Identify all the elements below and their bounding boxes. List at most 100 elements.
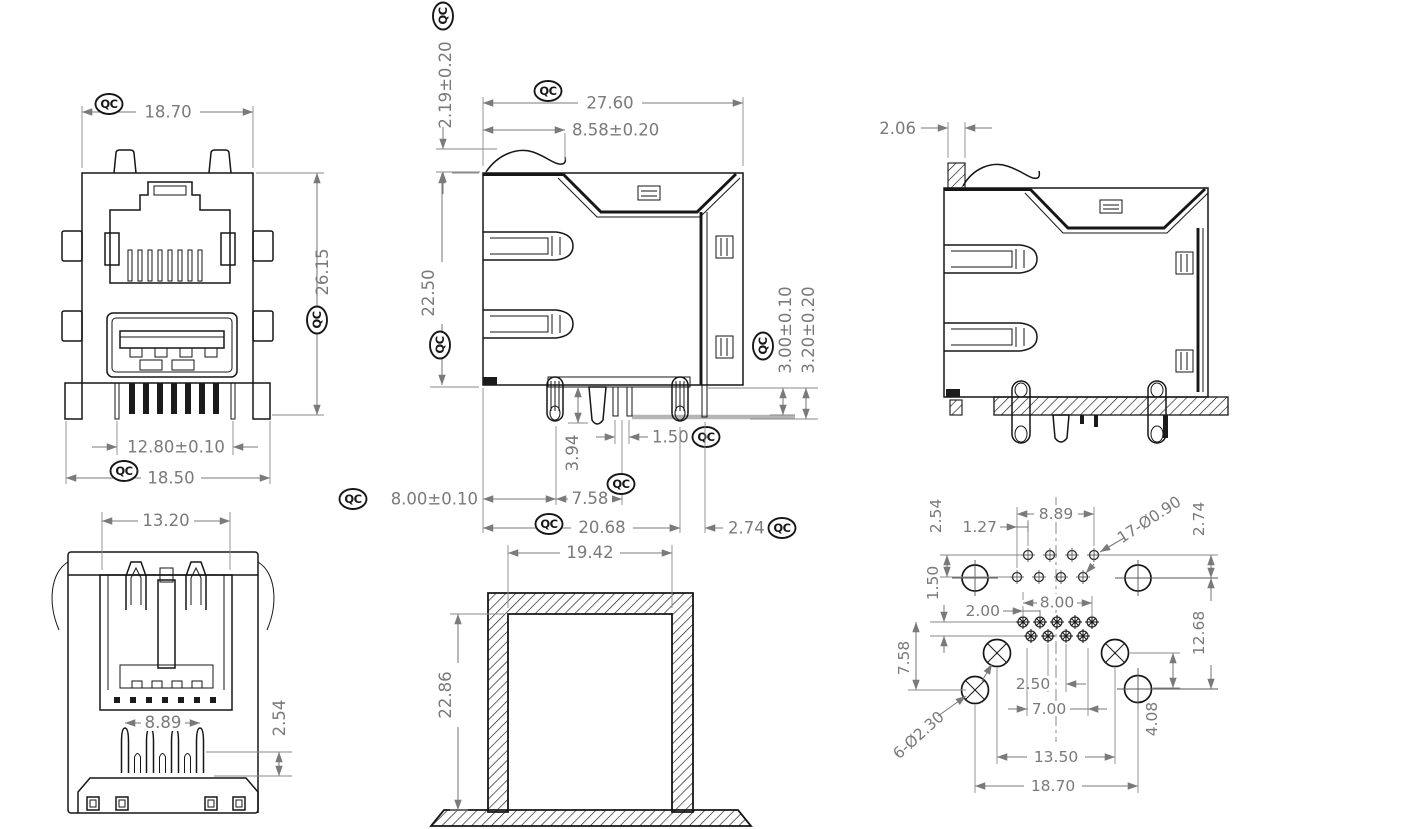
bottom-contact-slots (114, 697, 216, 703)
qc-stamp: QC (306, 305, 328, 335)
dim-text-latch-offset: 8.58±0.20 (572, 121, 659, 140)
dim-front-pin-span: 12.80±0.10 (92, 421, 258, 457)
svg-text:QC: QC (697, 430, 714, 444)
dim-text-post-span: 13.50 (1034, 748, 1078, 766)
dim-text-body-height: 22.50 (419, 269, 438, 316)
qc-stamp: QC (432, 1, 454, 31)
pcb-cross-section (993, 396, 1229, 416)
front-pins (64, 382, 271, 420)
svg-text:QC: QC (100, 97, 117, 111)
dim-side-pin-gap: 1.50 QC (596, 420, 721, 448)
dim-side-latch-height: 2.19±0.20 QC (432, 1, 497, 194)
side-view-linework (482, 149, 795, 425)
bottom-view-linework (51, 551, 275, 814)
dim-text-side-depth: 27.60 (586, 94, 633, 113)
dim-bottom-row-offset: 2.54 (206, 700, 292, 777)
svg-text:QC: QC (115, 464, 132, 478)
dim-bottom-contact-span: 8.89 (124, 713, 201, 732)
dim-pcb-post-row-gap: 4.08 (1130, 652, 1180, 736)
svg-text:QC: QC (433, 336, 447, 353)
dim-text-front-to-leg: 8.00±0.10 (391, 490, 478, 509)
svg-text:QC: QC (756, 337, 770, 354)
svg-text:QC: QC (436, 7, 450, 24)
dim-side-leg-to-pin: 7.58 QC (555, 420, 636, 508)
dim-pcb-rj45-row-gap: 2.54 (927, 499, 1021, 578)
dim-side-body-height: 22.50 QC (419, 172, 479, 388)
dim-text-pcb-depth: 12.68 (1190, 611, 1208, 655)
dim-text-row-offset: 2.54 (270, 700, 289, 737)
dim-pcb-usb-to-post: 7.58 (895, 621, 966, 691)
dim-pcb-mount-span: 18.70 (974, 704, 1139, 795)
mount-tab-hatched (947, 162, 966, 189)
dim-front-height: 26.15 QC (256, 172, 332, 416)
qc-stamp: QC (429, 330, 451, 360)
qc-stamp: QC (94, 93, 124, 115)
dim-side-leg-span: 20.68 QC (482, 427, 681, 537)
dim-pcb-center-offset: 2.50 (1012, 644, 1086, 693)
dim-text-usb-row-gap: 1.50 (924, 566, 942, 601)
dim-text-standoff: 3.00±0.10 (776, 286, 795, 373)
dim-text-mount-tab-width: 2.06 (879, 119, 916, 138)
dim-text-cutout-height: 22.86 (436, 671, 455, 718)
dim-text-usb-span: 8.00 (1040, 594, 1075, 612)
dim-front-body-width: 18.50 QC (65, 421, 271, 488)
qc-stamp: QC (533, 80, 563, 102)
dim-text-usb-pitch: 2.00 (965, 602, 1000, 620)
dim-side-rear-overhang: 2.74 QC (662, 422, 797, 539)
dim-cutout-height: 22.86 (436, 613, 504, 811)
usb-holes (1016, 615, 1099, 643)
dim-side-front-to-leg: 8.00±0.10 QC (338, 388, 557, 533)
rj45-holes (1010, 548, 1101, 584)
dim-mount-tab-width: 2.06 (879, 119, 992, 158)
pcb-layout-view: 8.89 1.27 2.54 1.50 (890, 493, 1218, 795)
dim-pcb-post-span: 13.50 (996, 668, 1116, 766)
dim-text-inner-span: 7.00 (1032, 700, 1067, 718)
dim-pcb-rj45-span: 8.89 (1016, 505, 1095, 568)
front-view-linework (61, 149, 274, 420)
dim-text-front-width: 18.70 (144, 103, 191, 122)
dim-pcb-usb-pitch: 2.00 (965, 602, 1041, 620)
dim-text-rj45-pitch: 1.27 (962, 518, 997, 536)
dim-bottom-shell-width: 13.20 (101, 511, 231, 570)
dim-text-shell-width: 13.20 (142, 511, 189, 530)
svg-text:QC: QC (612, 477, 629, 491)
side-mounted-view: 2.06 (879, 119, 1229, 444)
panel-cutout-frame (487, 592, 694, 813)
note-text-mount-holes: 6-Ø2.30 (890, 708, 948, 763)
qc-stamp: QC (534, 513, 564, 535)
svg-text:QC: QC (540, 517, 557, 531)
qc-stamp: QC (606, 473, 636, 495)
dim-text-top-row-offset: 2.74 (1190, 502, 1208, 537)
dim-pcb-usb-row-gap: 1.50 (924, 566, 1024, 653)
svg-text:QC: QC (773, 521, 790, 535)
panel-base-plate (429, 809, 753, 827)
dim-pcb-inner-span: 7.00 (1008, 648, 1107, 718)
side-section-view: 2.19±0.20 QC 27.60 QC 8.58±0.20 (338, 1, 818, 539)
svg-text:QC: QC (539, 84, 556, 98)
dim-side-pin-length: 3.94 (563, 386, 588, 471)
dim-pcb-rj45-pitch: 1.27 (962, 518, 1029, 546)
dim-pcb-usb-span: 8.00 (1022, 592, 1093, 617)
dim-text-leg-span: 20.68 (578, 518, 625, 537)
dim-pcb-top-row-offset: 2.74 (1100, 502, 1218, 579)
dim-side-standoffs: 3.00±0.10 3.20±0.20 QC (708, 286, 818, 420)
qc-stamp: QC (338, 488, 368, 510)
svg-text:QC: QC (310, 311, 324, 328)
dim-text-rj45-span: 8.89 (1039, 505, 1074, 523)
dim-text-contact-span: 8.89 (145, 713, 182, 732)
dim-text-cutout-width: 19.42 (566, 543, 613, 562)
dim-text-pin-gap: 1.50 (652, 428, 689, 447)
svg-text:QC: QC (344, 492, 361, 506)
dim-side-depth: 27.60 QC (482, 80, 744, 166)
qc-stamp: QC (691, 426, 721, 448)
dim-text-rj45-row-gap: 2.54 (927, 499, 945, 534)
mount-holes (952, 560, 1218, 710)
rj45-contacts (127, 249, 203, 282)
note-signal-holes: 17-Ø0.90 (1085, 493, 1184, 574)
dim-text-mount-span: 18.70 (1031, 777, 1075, 795)
qc-stamp: QC (109, 460, 139, 482)
dim-text-latch-height: 2.19±0.20 (436, 41, 455, 128)
dim-cutout-width: 19.42 (507, 543, 673, 608)
